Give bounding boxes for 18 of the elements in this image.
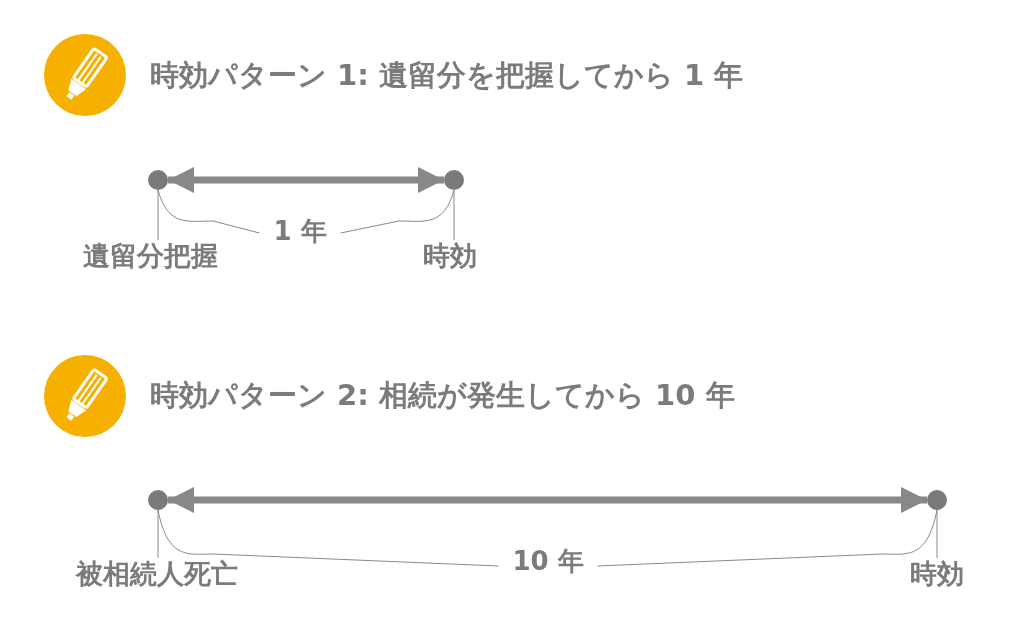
timeline-point <box>927 490 947 510</box>
timeline-point <box>148 490 168 510</box>
leader-line <box>936 509 938 559</box>
event-label: 被相続人死亡 <box>76 558 238 591</box>
event-label: 遺留分把握 <box>82 240 218 273</box>
leader-line <box>157 509 159 559</box>
duration-label: 10 年 <box>512 546 584 578</box>
event-label: 時効 <box>910 558 964 591</box>
event-label: 時効 <box>423 240 477 273</box>
timeline-point <box>444 170 464 190</box>
timeline-point <box>148 170 168 190</box>
leader-line <box>157 189 159 241</box>
double-arrow <box>168 167 444 193</box>
double-arrow <box>168 487 927 513</box>
section-heading: 時効パターン 1: 遺留分を把握してから 1 年 <box>150 57 744 93</box>
duration-label: 1 年 <box>273 216 327 248</box>
leader-line <box>453 189 455 241</box>
section-heading: 時効パターン 2: 相続が発生してから 10 年 <box>150 377 735 413</box>
